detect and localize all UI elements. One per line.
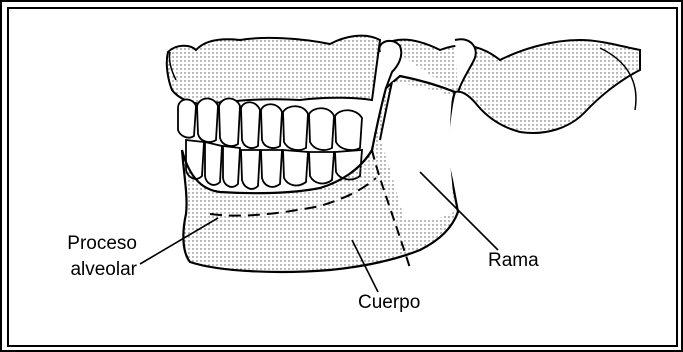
label-alveolar: alveolar — [42, 259, 137, 281]
label-rama: Rama — [488, 250, 539, 272]
label-cuerpo: Cuerpo — [358, 292, 420, 314]
label-proceso: Proceso — [42, 233, 137, 255]
maxilla-shape — [167, 36, 380, 104]
